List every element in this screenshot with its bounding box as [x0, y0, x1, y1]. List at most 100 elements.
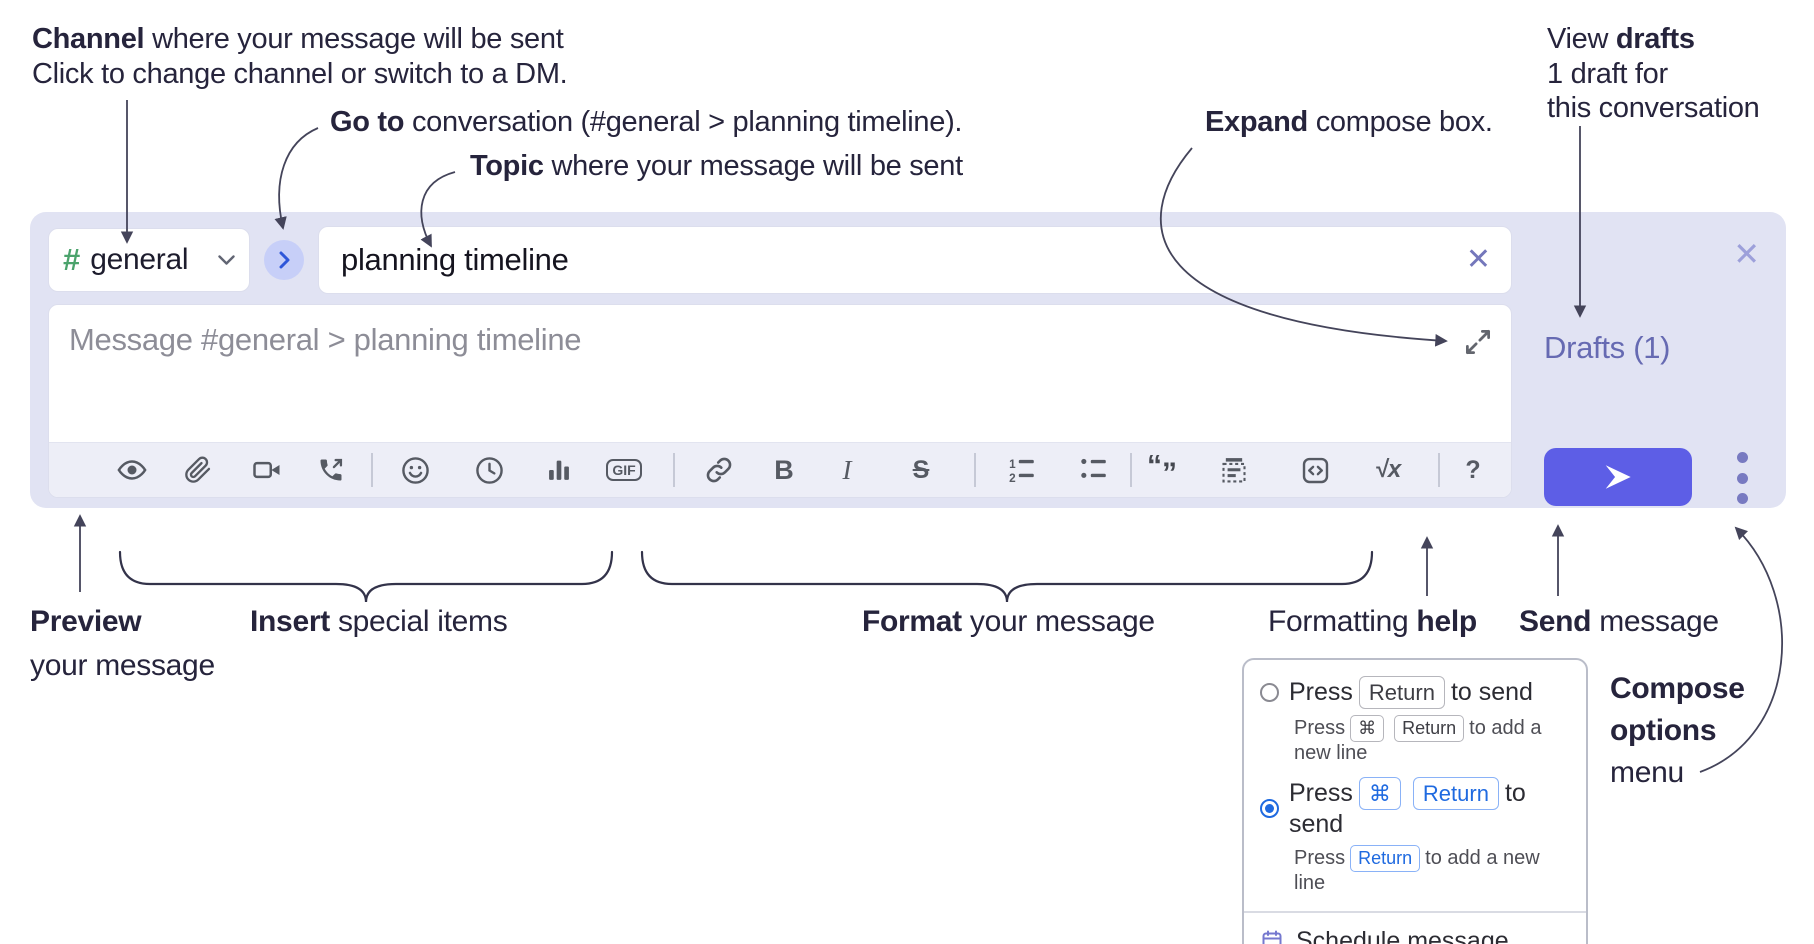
paperclip-icon — [185, 456, 211, 483]
numbered-list-icon: 1 2 — [1009, 458, 1034, 485]
question-mark-icon: ? — [1465, 455, 1481, 484]
message-area[interactable]: Message #general > planning timeline — [48, 304, 1512, 498]
menu-item-label: Schedule message — [1296, 926, 1509, 944]
svg-text:”: ” — [1162, 457, 1177, 485]
video-clip-button[interactable] — [250, 454, 284, 486]
toolbar-divider — [371, 453, 373, 487]
bulleted-list-button[interactable] — [1077, 454, 1111, 486]
formatting-toolbar: GIF B I S — [49, 442, 1511, 497]
ordered-list-button[interactable]: 1 2 — [1005, 454, 1039, 486]
text-snippet-icon — [1222, 458, 1246, 483]
view-drafts-note-line2: 1 draft for — [1547, 58, 1668, 90]
strikethrough-button[interactable]: S — [904, 454, 938, 486]
bold-button[interactable]: B — [767, 454, 801, 486]
svg-text:“: “ — [1147, 455, 1162, 482]
dot — [1736, 472, 1748, 484]
send-note: Send message — [1519, 605, 1719, 638]
channel-selector[interactable]: # general — [48, 228, 250, 292]
channel-hash-icon: # — [63, 242, 81, 277]
toolbar-divider — [1438, 453, 1440, 487]
menu-divider — [1244, 911, 1586, 913]
bulleted-list-icon — [1081, 458, 1106, 478]
clear-topic-icon[interactable]: ✕ — [1465, 243, 1491, 276]
view-drafts-note: View drafts — [1547, 23, 1695, 55]
call-button[interactable] — [314, 454, 348, 486]
clock-icon — [475, 456, 503, 484]
send-icon — [1605, 465, 1631, 489]
gif-icon: GIF — [606, 459, 642, 481]
expand-note: Expand compose box. — [1205, 106, 1493, 138]
expand-compose-icon[interactable] — [1463, 327, 1493, 357]
close-icon[interactable]: ✕ — [1733, 236, 1760, 272]
menu-item-schedule-message[interactable]: Schedule message — [1244, 919, 1586, 944]
italic-button[interactable]: I — [830, 454, 864, 486]
gif-button[interactable]: GIF — [606, 454, 642, 486]
calendar-icon — [1262, 930, 1282, 944]
topic-note: Topic where your message will be sent — [470, 150, 963, 182]
channel-name: general — [90, 243, 189, 276]
radio-unselected-icon[interactable] — [1260, 683, 1279, 702]
quote-button[interactable]: “ ” — [1147, 454, 1181, 486]
format-brace — [640, 550, 1374, 603]
toolbar-divider — [974, 453, 976, 487]
smiley-icon — [401, 456, 429, 484]
toolbar-divider — [673, 453, 675, 487]
quote-icon: “ ” — [1147, 455, 1177, 485]
phone-call-icon — [320, 458, 343, 481]
return-keycap: Return — [1358, 676, 1445, 709]
dot — [1736, 452, 1748, 463]
bar-chart-icon — [549, 460, 569, 480]
toolbar-divider — [1130, 453, 1132, 487]
topic-input-wrap: ✕ — [318, 226, 1512, 294]
link-button[interactable] — [702, 454, 736, 486]
svg-text:2: 2 — [1009, 472, 1016, 485]
italic-icon: I — [842, 454, 852, 485]
return-keycap: Return — [1394, 715, 1465, 742]
compose-options-button[interactable] — [1722, 452, 1762, 504]
emoji-button[interactable] — [398, 454, 432, 486]
channel-note: Channel where your message will be sent — [32, 23, 564, 55]
return-keycap: Return — [1412, 777, 1499, 810]
strikethrough-icon: S — [912, 455, 930, 484]
format-note: Format your message — [862, 605, 1155, 638]
compose-options-note: Compose options menu — [1610, 672, 1745, 789]
send-button[interactable] — [1544, 448, 1692, 506]
math-sqrt-icon: √x — [1374, 456, 1402, 483]
radio-selected-icon[interactable] — [1260, 798, 1279, 818]
dot — [1736, 493, 1748, 504]
view-drafts-note-line3: this conversation — [1547, 92, 1760, 124]
formatting-help-button[interactable]: ? — [1456, 454, 1490, 486]
message-placeholder: Message #general > planning timeline — [69, 322, 582, 357]
channel-note-sub: Click to change channel or switch to a D… — [32, 58, 568, 90]
goto-note: Go to conversation (#general > planning … — [330, 106, 963, 138]
chevron-down-icon — [218, 254, 235, 265]
preview-button[interactable] — [115, 454, 149, 486]
poll-button[interactable] — [542, 454, 576, 486]
svg-text:1: 1 — [1009, 458, 1016, 471]
cmd-keycap: ⌘ — [1350, 715, 1385, 742]
link-icon — [706, 457, 732, 483]
compose-box: # general ✕ ✕ Message #general > plannin… — [30, 212, 1786, 508]
bold-icon: B — [774, 454, 794, 485]
code-block-button[interactable] — [1298, 454, 1332, 486]
topic-input[interactable] — [339, 241, 1466, 279]
code-icon — [1302, 457, 1328, 483]
attach-file-button[interactable] — [181, 454, 215, 486]
go-to-conversation-button[interactable] — [264, 240, 304, 280]
return-keycap: Return — [1350, 845, 1421, 872]
insert-brace — [118, 550, 614, 603]
clock-button[interactable] — [472, 454, 506, 486]
formatting-help-note: Formatting help — [1268, 605, 1477, 638]
snippet-button[interactable] — [1217, 454, 1251, 486]
insert-note: Insert special items — [250, 605, 508, 638]
drafts-link[interactable]: Drafts (1) — [1544, 330, 1671, 365]
math-button[interactable]: √x — [1371, 454, 1405, 486]
